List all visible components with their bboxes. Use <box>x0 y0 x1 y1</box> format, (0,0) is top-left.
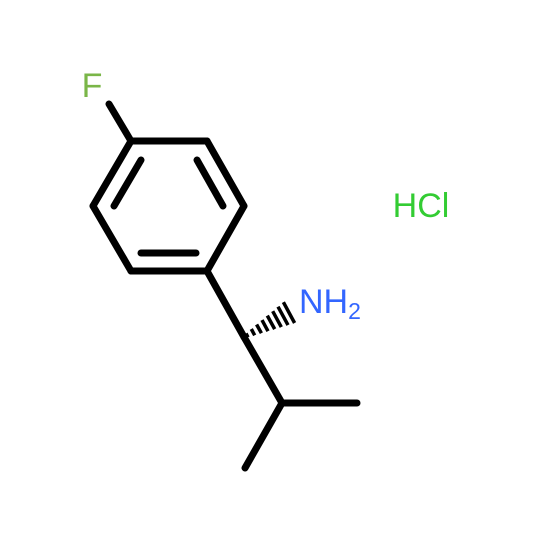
hash-stripe <box>271 310 283 328</box>
hash-stripe <box>255 323 263 335</box>
bond-ring-to-chiral-carbon <box>203 267 248 341</box>
ring-bond-lower-left <box>89 202 135 275</box>
hash-stripe <box>281 301 297 324</box>
ring-double-bond-inner-right <box>193 156 227 210</box>
hash-stripe <box>276 305 290 326</box>
hashed-wedge-bond <box>244 301 297 339</box>
hash-stripe <box>249 328 257 337</box>
bond-isopropyl-methyl-down <box>241 399 286 472</box>
hcl-label: HCl <box>393 187 450 225</box>
ring-bond-upper-left <box>89 137 135 210</box>
amine-nh-text: NH <box>299 283 348 321</box>
fluorine-label: F <box>82 67 103 105</box>
benzene-ring <box>89 137 248 275</box>
ring-bond-upper-right <box>203 137 248 210</box>
amine-label: NH2 <box>299 283 361 324</box>
amine-subscript: 2 <box>348 298 361 324</box>
ring-bond-lower-right <box>203 202 248 275</box>
bond-chiral-to-isopropyl <box>240 333 286 407</box>
ring-double-bond-inner-left <box>110 156 145 210</box>
hash-stripe <box>260 319 270 333</box>
hash-stripe <box>265 314 277 330</box>
bond-f-c <box>105 100 135 145</box>
